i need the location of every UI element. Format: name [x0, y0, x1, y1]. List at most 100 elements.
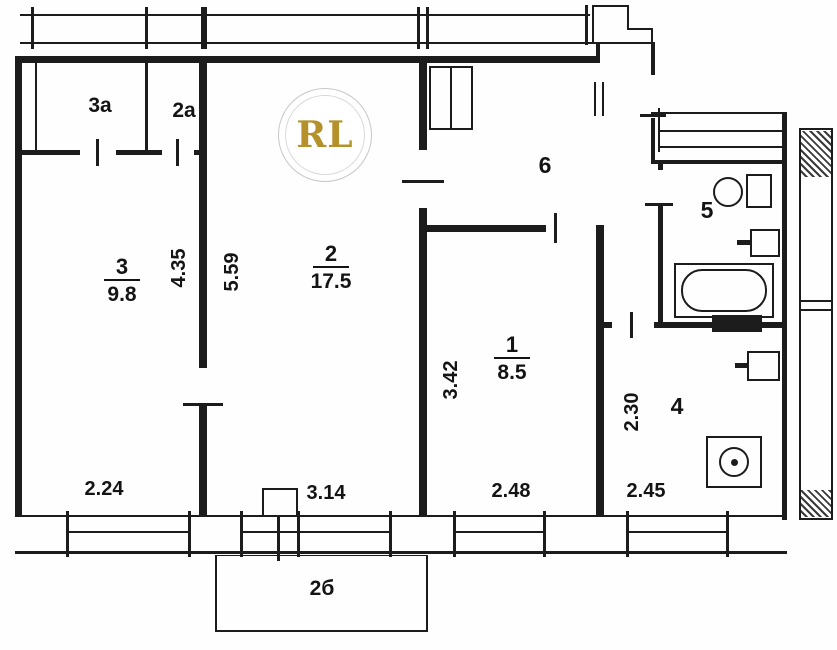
- kitchen-top-wall: [596, 322, 612, 328]
- wall-line: [20, 14, 590, 16]
- wall-room2-hall: [419, 208, 427, 517]
- dim-kitchen-width: 2.45: [626, 480, 666, 502]
- room-3a-label: 3а: [88, 94, 112, 117]
- window-tick: [188, 511, 191, 557]
- neighbor-wall-line: [799, 128, 801, 520]
- window-line: [68, 531, 190, 533]
- door-opening-tick: [96, 139, 99, 166]
- door-opening-tick: [640, 114, 666, 117]
- kitchen-sink-bowl-icon: [719, 447, 749, 477]
- realty-logo: RL: [278, 88, 372, 182]
- room-4-label: 4: [670, 393, 684, 419]
- balcony-door-jamb: [296, 488, 298, 516]
- window-line: [242, 531, 392, 533]
- room-5-label: 5: [700, 197, 714, 223]
- exterior-wall-left: [15, 56, 22, 517]
- balcony-outline: [215, 555, 428, 556]
- balcony-door-threshold: [262, 488, 298, 490]
- room-3-area: 9.8: [107, 283, 137, 307]
- wall-room3a-room2a: [145, 58, 148, 152]
- wall-segment: [116, 150, 162, 155]
- entrance-door-tick: [602, 82, 604, 116]
- balcony-label: 2б: [309, 577, 335, 600]
- balcony-outline: [215, 556, 217, 632]
- window-tick: [201, 7, 207, 49]
- window-tick: [585, 5, 588, 45]
- neighbor-wall-line: [799, 128, 833, 130]
- room-2-area: 17.5: [310, 270, 352, 294]
- room-2a-label: 2а: [172, 99, 196, 122]
- door-opening-tick: [554, 213, 557, 243]
- closet-divider: [450, 66, 452, 130]
- window-line: [628, 531, 728, 533]
- wall-line: [35, 58, 37, 152]
- kitchen-basin-icon: [747, 351, 780, 381]
- window-tick: [66, 511, 69, 557]
- balcony-door-leaf: [277, 517, 280, 561]
- dim-room3-depth: 4.35: [168, 248, 190, 288]
- wall-line: [651, 112, 787, 114]
- wall-line: [20, 42, 590, 44]
- window-tick: [240, 511, 243, 557]
- wall-line: [627, 5, 629, 30]
- room-3-label: 3 9.8: [90, 255, 154, 306]
- sink-tap-icon: [737, 240, 750, 245]
- wall-segment: [194, 150, 202, 155]
- hallway-top-wall: [428, 56, 598, 63]
- window-tick: [426, 7, 429, 49]
- sink-tap-icon: [735, 363, 747, 368]
- balcony-outline: [215, 630, 428, 632]
- window-tick: [297, 511, 300, 557]
- bathroom-left-wall: [658, 206, 663, 322]
- neighbor-wall-line: [799, 518, 833, 520]
- dim-room2-width: 3.14: [306, 482, 346, 504]
- toilet-tank-icon: [746, 174, 772, 208]
- wall-line: [592, 5, 594, 44]
- room1-top-wall: [427, 225, 546, 232]
- dim-kitchen-depth: 2.30: [621, 392, 643, 432]
- door-opening-tick: [645, 203, 673, 206]
- kitchen-sink-icon: [706, 436, 762, 488]
- wall-line: [587, 42, 655, 44]
- wall-line: [15, 551, 787, 554]
- room-1-area: 8.5: [497, 361, 527, 385]
- neighbor-wall-line: [799, 309, 833, 311]
- neighbor-wall-line: [831, 128, 833, 520]
- wall-line: [15, 515, 787, 517]
- wall-line: [592, 5, 629, 7]
- bathroom-sink-icon: [750, 229, 780, 257]
- wall-segment: [651, 44, 655, 75]
- window-line: [455, 531, 545, 533]
- window-tick: [626, 511, 629, 557]
- shaft-block: [712, 315, 762, 332]
- window-tick: [453, 511, 456, 557]
- logo-ring: [285, 95, 365, 175]
- room-2-label: 2 17.5: [299, 242, 363, 293]
- balcony-outline: [426, 556, 428, 632]
- window-tick: [145, 7, 148, 49]
- bathroom-left-wall: [658, 160, 663, 170]
- exterior-wall-right: [782, 112, 787, 520]
- room-3-number: 3: [103, 255, 141, 282]
- entrance-door-tick: [594, 82, 596, 116]
- wall-line: [627, 28, 653, 30]
- wall-line: [651, 28, 653, 44]
- wall-room2-hall: [419, 56, 427, 150]
- room-1-number: 1: [493, 333, 531, 360]
- door-opening-tick: [183, 403, 223, 406]
- wall-segment: [651, 118, 655, 164]
- bathtub-basin-icon: [681, 269, 767, 312]
- dim-room1-depth: 3.42: [440, 360, 462, 400]
- dim-room2-depth: 5.59: [221, 252, 243, 292]
- window-tick: [417, 7, 420, 49]
- balcony-door-jamb: [262, 488, 264, 516]
- window-tick: [389, 511, 392, 557]
- dim-room1-width: 2.48: [491, 480, 531, 502]
- wall-hatching: [801, 490, 831, 517]
- room-2-number: 2: [312, 242, 350, 269]
- door-opening-tick: [176, 139, 179, 166]
- toilet-icon: [713, 177, 743, 207]
- window-tick: [543, 511, 546, 557]
- wall-room1-corridor: [596, 225, 604, 517]
